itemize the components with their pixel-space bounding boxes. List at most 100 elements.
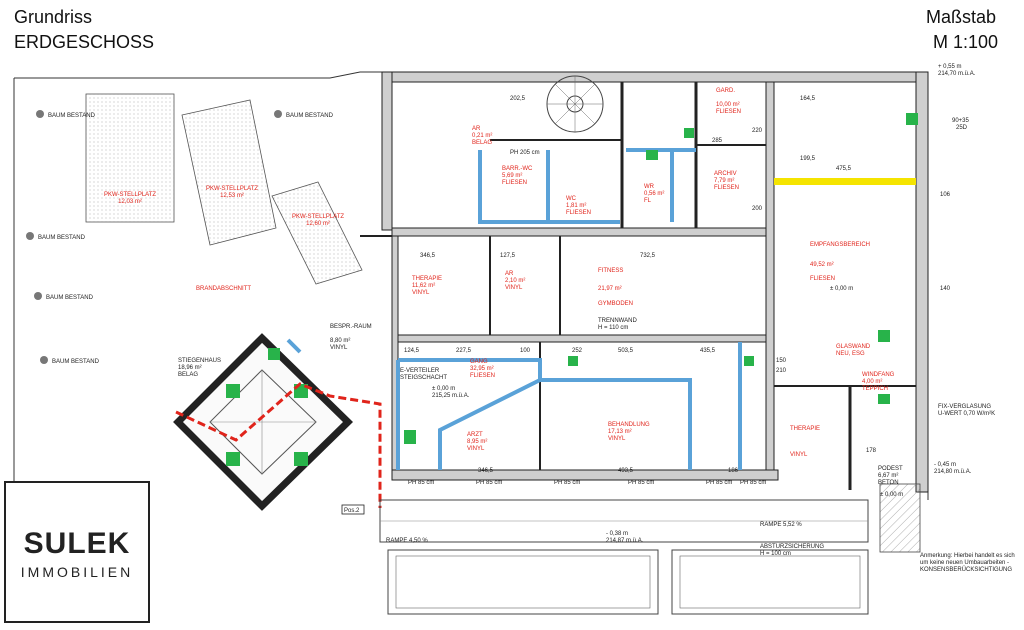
dimension: 164,5	[800, 96, 816, 102]
level-right: 214,80 m.ü.A.	[934, 469, 972, 475]
dimension: 200	[752, 206, 763, 212]
room-floor: FLIESEN	[810, 276, 835, 282]
room-floor: FL	[644, 198, 652, 204]
room-name: GARD.	[716, 88, 735, 94]
dimension: 140	[940, 286, 951, 292]
room-floor: FLIESEN	[470, 373, 495, 379]
window-label: PH 85 cm	[476, 480, 502, 486]
room-floor: GYMBODEN	[598, 301, 633, 307]
room-floor: FLIESEN	[566, 210, 591, 216]
dimension: 124,5	[404, 348, 420, 354]
room-area: 0,21 m²	[472, 133, 492, 139]
dimension: 25D	[956, 125, 968, 131]
level-bottom-rel: - 0,38 m	[606, 531, 628, 537]
room-area: 0,56 m²	[644, 191, 664, 197]
room-area: 7,79 m²	[714, 178, 734, 184]
staircase-tower: STIEGENHAUS 18,96 m² BELAG	[173, 333, 354, 511]
parking-label: PKW-STELLPLATZ	[104, 192, 156, 198]
room-area: 4,00 m²	[862, 379, 882, 385]
spiral-staircase	[546, 75, 604, 133]
dimension: 202,5	[510, 96, 526, 102]
new-wall-yellow	[774, 178, 916, 185]
tree-label: BAUM BESTAND	[46, 295, 94, 301]
room-name: BEHANDLUNG	[608, 422, 650, 428]
ramp-right-label: RAMPE 5,52 %	[760, 522, 802, 528]
scale-value: M 1:100	[933, 32, 999, 52]
room-name: STIEGENHAUS	[178, 358, 221, 364]
room-name: THERAPIE	[790, 426, 820, 432]
dimension: 227,5	[456, 348, 472, 354]
level-empfang: ± 0,00 m	[830, 286, 853, 292]
room-floor: FLIESEN	[502, 180, 527, 186]
dimension: 150	[776, 358, 787, 364]
room-floor: BELAG	[472, 140, 492, 146]
room-floor: FLIESEN	[716, 109, 741, 115]
dimension: 475,5	[836, 166, 852, 172]
room-floor: STEIGSCHACHT	[400, 375, 447, 381]
level-bottom: 214,87 m.ü.A.	[606, 538, 644, 544]
annotations: TRENNWAND H = 110 cm FIX-VERGLASUNG U-WE…	[432, 64, 995, 544]
dimension: 285	[712, 138, 723, 144]
room-name: WINDFANG	[862, 372, 895, 378]
level-top: 214,70 m.ü.A.	[938, 71, 976, 77]
u-wert-label: U-WERT 0,70 W/m²K	[938, 411, 995, 417]
tree-label: BAUM BESTAND	[52, 359, 100, 365]
parking-label: PKW-STELLPLATZ	[292, 214, 344, 220]
room-floor: BELAG	[178, 372, 198, 378]
dimension: 178	[866, 448, 877, 454]
parking-label: PKW-STELLPLATZ	[206, 186, 258, 192]
room-area: 5,69 m²	[502, 173, 522, 179]
plan-title-line2: ERDGESCHOSS	[14, 32, 155, 52]
room-name: WR	[644, 184, 655, 190]
room-area: 18,96 m²	[178, 365, 202, 371]
dimension: 503,5	[618, 348, 634, 354]
room-area: 10,00 m²	[716, 102, 740, 108]
room-name: WC	[566, 196, 577, 202]
brandabschnitt-label: BRANDABSCHNITT	[196, 286, 251, 292]
room-name: EMPFANGSBEREICH	[810, 242, 870, 248]
sanitary-markers	[404, 113, 918, 444]
room-name: BARR.-WC	[502, 166, 533, 172]
dimension: 346,5	[478, 468, 494, 474]
dimension: 346,5	[420, 253, 436, 259]
room-area: 8,95 m²	[467, 439, 487, 445]
window-label: PH 85 cm	[628, 480, 654, 486]
dimension: 100	[520, 348, 531, 354]
room-name: AR	[505, 271, 514, 277]
pos2-label: Pos.2	[344, 508, 360, 514]
room-floor: VINYL	[790, 452, 808, 458]
trees: BAUM BESTAND BAUM BESTAND BAUM BESTAND B…	[26, 110, 334, 365]
room-area: 2,10 m²	[505, 278, 525, 284]
dimension: 106	[940, 192, 951, 198]
window-label: PH 85 cm	[740, 480, 766, 486]
dimension: 493,5	[618, 468, 634, 474]
logo-text-main: SULEK	[23, 527, 131, 560]
room-floor: TEPPICH	[862, 386, 888, 392]
building-walls	[360, 71, 929, 493]
window-labels: PH 85 cm PH 85 cm PH 85 cm PH 85 cm PH 8…	[408, 150, 766, 486]
dimension: 435,5	[700, 348, 716, 354]
parking-space-3: PKW-STELLPLATZ 12,60 m²	[271, 181, 363, 285]
room-floor: FLIESEN	[714, 185, 739, 191]
room-name: ARCHIV	[714, 171, 737, 177]
ramp-left-label: RAMPE 4,50 %	[386, 538, 428, 544]
ramp-area: RAMPE 4,50 % RAMPE 5,52 % ABSTURZSICHERU…	[341, 483, 921, 615]
dimension-labels: 202,5 346,5 127,5 732,5 475,5 503,5 435,…	[404, 96, 970, 474]
dimension: 252	[572, 348, 583, 354]
window-label: PH 85 cm	[408, 480, 434, 486]
room-floor: VINYL	[505, 285, 523, 291]
level-podest: ± 0,00 m	[880, 492, 903, 498]
window-label: PH 85 cm	[554, 480, 580, 486]
tree-label: BAUM BESTAND	[38, 235, 86, 241]
room-name: E-VERTEILER	[400, 368, 440, 374]
scale-label: Maßstab	[926, 7, 997, 27]
anmerkung-note: Anmerkung: Hierbei handelt es sich um ke…	[920, 553, 1015, 573]
room-area: 17,13 m²	[608, 429, 632, 435]
dimension: 210	[776, 368, 787, 374]
room-area: 1,81 m²	[566, 203, 586, 209]
level-top-rel: + 0,55 m	[938, 64, 962, 70]
room-labels: BESPR.-RAUM 8,80 m² VINYL THERAPIE 11,62…	[330, 88, 903, 486]
room-name: AR	[472, 126, 481, 132]
room-floor: VINYL	[467, 446, 485, 452]
